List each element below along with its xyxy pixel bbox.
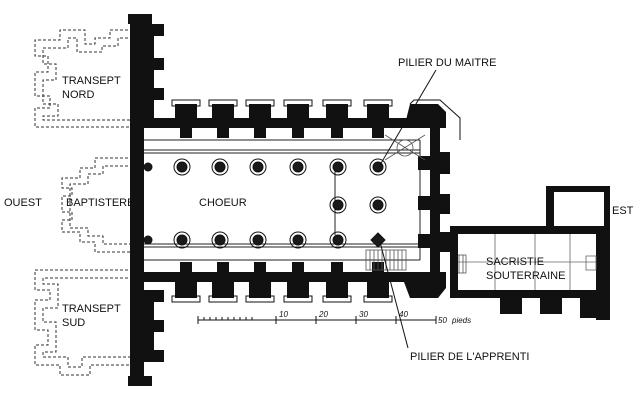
scale-tick-50: 50 <box>438 316 447 325</box>
north-wall <box>144 118 434 128</box>
label-est: EST <box>612 205 634 217</box>
pier-rings <box>173 158 387 249</box>
south-buttress-caps <box>171 295 393 303</box>
north-buttresses <box>175 104 446 138</box>
label-pilier-maitre: PILIER DU MAITRE <box>398 57 496 69</box>
pointer-lines <box>379 69 437 349</box>
apprentice-pillar <box>370 232 386 248</box>
scale-tick-30: 30 <box>359 310 368 319</box>
scale-tick-20: 20 <box>318 310 328 319</box>
north-buttress-caps <box>171 99 461 140</box>
label-choeur: CHOEUR <box>199 197 247 209</box>
label-transept-nord-1: TRANSEPT <box>62 75 121 87</box>
sacristy-ribs <box>458 234 597 290</box>
east-end <box>418 128 450 272</box>
scale-tick-40: 40 <box>399 310 408 319</box>
label-sacristie-2: SOUTERRAINE <box>486 270 565 282</box>
nave-piers <box>143 161 384 246</box>
north-transept-outline <box>34 29 133 128</box>
south-wall <box>144 272 434 282</box>
west-nave-outline <box>61 157 133 253</box>
maitre-pointer-line <box>379 69 437 166</box>
label-ouest: OUEST <box>4 197 42 209</box>
west-wall <box>128 14 164 386</box>
label-baptistere: BAPTISTERE <box>66 197 134 209</box>
label-pilier-apprenti: PILIER DE L'APPRENTI <box>410 351 529 363</box>
scale-tick-labels: 10 20 30 40 50 pieds <box>279 310 471 325</box>
scale-unit: pieds <box>451 316 471 325</box>
sacristy-walls <box>450 186 610 320</box>
label-transept-sud-2: SUD <box>62 317 85 329</box>
apprenti-pointer-line <box>379 241 409 349</box>
south-transept-outline <box>34 269 133 376</box>
south-buttresses <box>175 262 446 298</box>
scale-tick-10: 10 <box>279 310 288 319</box>
label-sacristie-1: SACRISTIE <box>486 256 544 268</box>
scale-bar <box>197 316 437 324</box>
lady-chapel-vault <box>384 134 426 161</box>
label-transept-sud-1: TRANSEPT <box>62 303 121 315</box>
label-transept-nord-2: NORD <box>62 89 94 101</box>
